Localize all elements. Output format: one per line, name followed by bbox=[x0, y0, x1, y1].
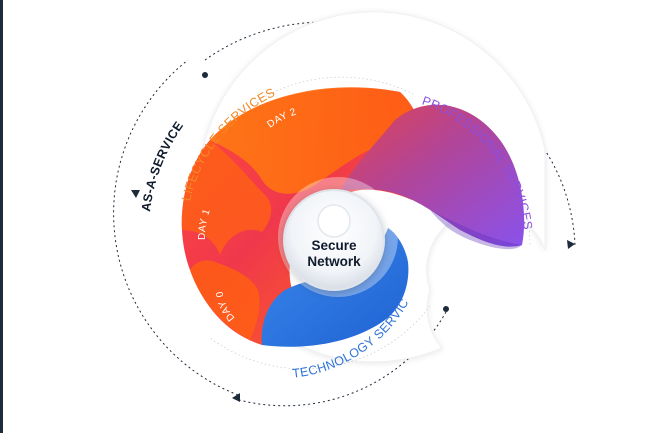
segment-professional bbox=[340, 104, 525, 247]
ring-arrow-icon bbox=[131, 190, 140, 198]
ring-arrow-icon bbox=[567, 240, 575, 249]
segment-day0-orange bbox=[190, 260, 260, 340]
segment-day2-orange bbox=[210, 87, 414, 194]
hub-inner-ring bbox=[317, 204, 351, 238]
left-edge-rail bbox=[0, 0, 3, 433]
ring-node-dot bbox=[202, 72, 208, 78]
as-a-service-label: AS-A-SERVICE bbox=[139, 119, 186, 213]
ring-node-dot bbox=[443, 306, 449, 312]
segment-day1-orange bbox=[181, 140, 272, 255]
center-label-line2: Network bbox=[307, 254, 361, 269]
center-label-line1: Secure bbox=[311, 238, 357, 253]
secure-network-hub: Secure Network bbox=[278, 177, 398, 297]
segment-professional-shade bbox=[430, 210, 522, 250]
ring-arrow-icon bbox=[232, 393, 240, 402]
